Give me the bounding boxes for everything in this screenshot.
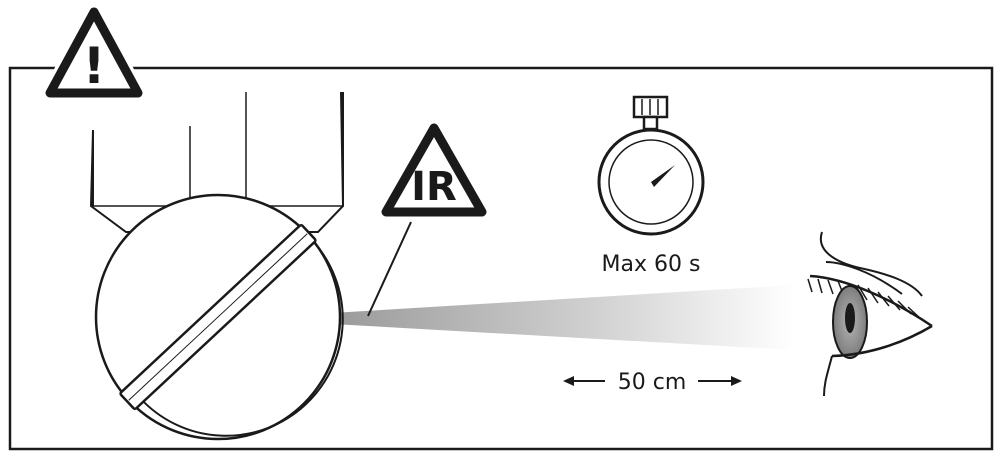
diagram-frame — [8, 66, 994, 451]
warning-triangle-icon: ! — [41, 3, 147, 102]
stopwatch-icon — [597, 95, 705, 236]
stopwatch-label: Max 60 s — [602, 252, 701, 277]
ir-pointer-line — [367, 221, 412, 317]
ir-label: IR — [411, 164, 457, 210]
warning-glyph: ! — [83, 37, 106, 95]
double-arrow-icon — [563, 376, 742, 386]
distance-label: 50 cm — [618, 370, 687, 395]
ir-beam — [332, 285, 795, 350]
eye-icon — [807, 231, 933, 397]
dome-camera-icon — [89, 91, 345, 441]
ir-warning-triangle-icon: IR — [367, 123, 487, 317]
